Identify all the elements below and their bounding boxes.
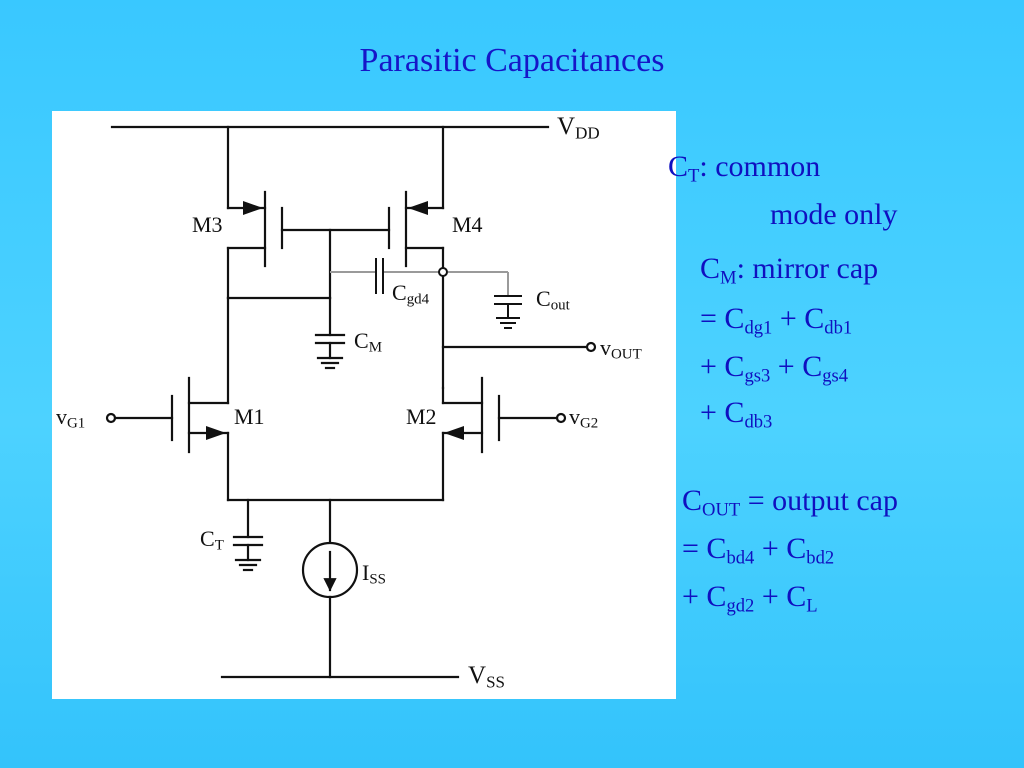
cout-note-line2: = Cbd4 + Cbd2 <box>682 532 835 569</box>
cm-capacitor <box>314 296 346 370</box>
m4-label: M4 <box>452 212 483 237</box>
m3-source-arrow <box>243 201 263 215</box>
cm-label: CM <box>354 328 382 356</box>
circuit-diagram: VDD M3 M4 Cgd4 Cout CM vOUT vG1 M1 M2 vG… <box>52 111 676 699</box>
vss-label: VSS <box>468 662 505 692</box>
output-node <box>438 267 448 277</box>
iss-current-source <box>301 498 359 679</box>
cm-note-line4: + Cdb3 <box>700 396 773 433</box>
cm-note-line2: = Cdg1 + Cdb1 <box>700 302 853 339</box>
vg1-label: vG1 <box>56 404 86 432</box>
ct-capacitor <box>232 498 264 572</box>
ct-note-line1: CT: common <box>668 150 821 187</box>
m2-source-arrow <box>444 426 464 440</box>
m4-source-arrow <box>408 201 428 215</box>
m4-transistor <box>387 125 445 390</box>
vout-terminal <box>585 341 597 353</box>
circuit-schematic <box>105 125 597 679</box>
ct-label: CT <box>200 526 224 554</box>
cout-note-line1: COUT = output cap <box>682 484 898 521</box>
m1-label: M1 <box>234 404 265 429</box>
cgd4-label: Cgd4 <box>392 280 430 308</box>
slide-title: Parasitic Capacitances <box>359 42 665 79</box>
vg1-terminal <box>105 412 117 424</box>
iss-label: ISS <box>362 560 386 588</box>
vout-label: vOUT <box>600 335 642 363</box>
vg2-label: vG2 <box>569 404 599 432</box>
ct-note-line2: mode only <box>770 198 898 231</box>
m3-transistor <box>226 125 284 300</box>
cout-note-line3: + Cgd2 + CL <box>682 580 818 617</box>
m3-label: M3 <box>192 212 223 237</box>
cm-note-line3: + Cgs3 + Cgs4 <box>700 350 849 387</box>
cgd4-capacitor <box>375 258 384 294</box>
m1-source-arrow <box>206 426 226 440</box>
cout-label: Cout <box>536 286 570 314</box>
m1-transistor <box>105 376 230 502</box>
vdd-label: VDD <box>557 113 600 143</box>
cout-capacitor <box>494 295 522 329</box>
cm-note-line1: CM: mirror cap <box>700 252 879 289</box>
vg2-terminal <box>555 412 567 424</box>
m2-label: M2 <box>406 404 437 429</box>
